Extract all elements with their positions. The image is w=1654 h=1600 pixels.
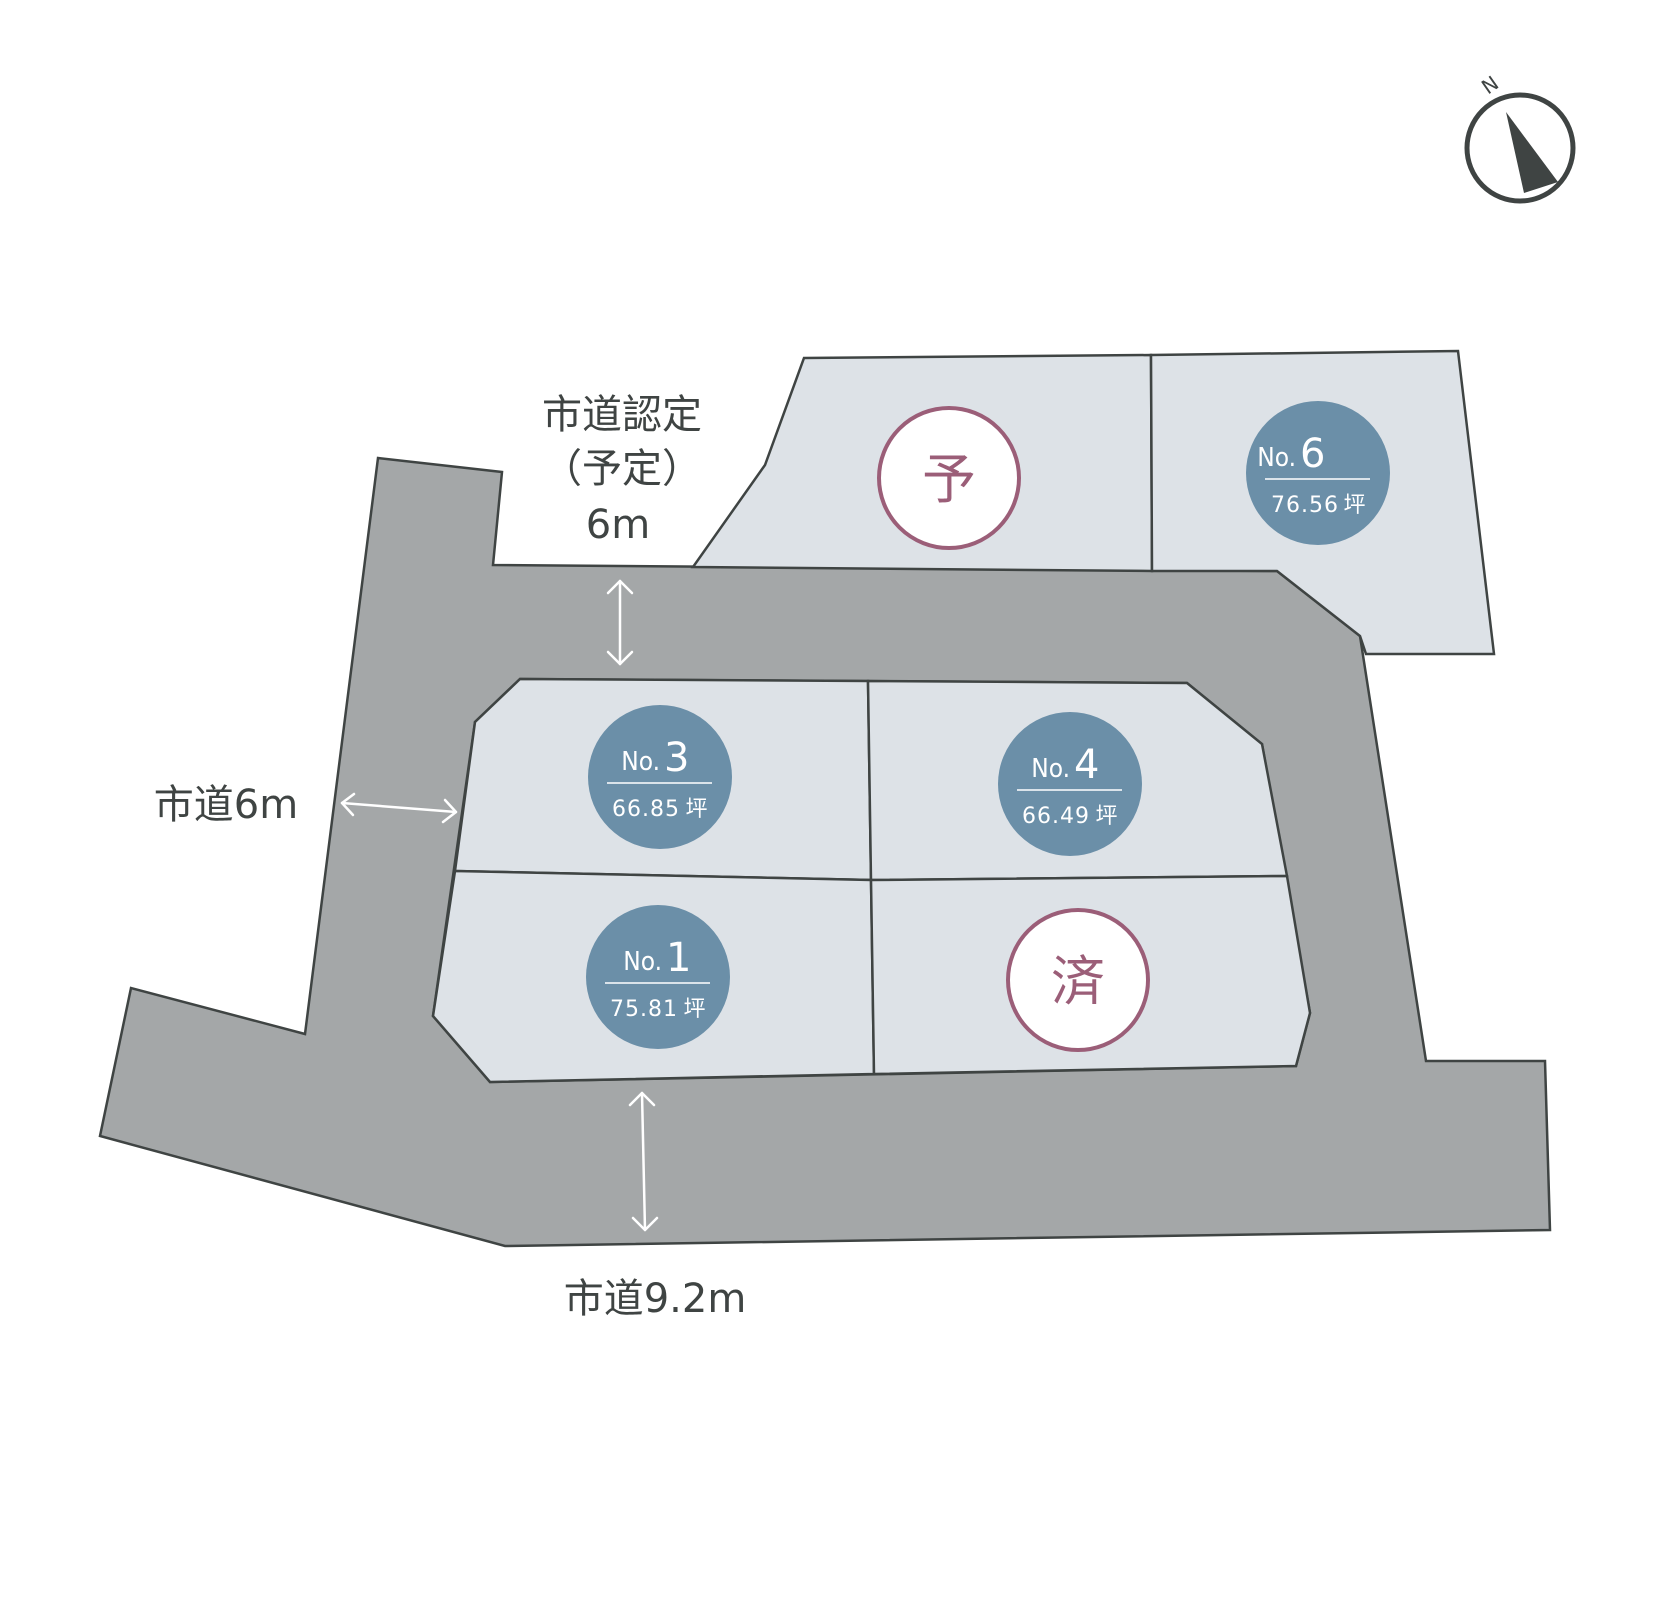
badge-number: 3 bbox=[664, 735, 689, 781]
lot-badge-no4[interactable]: No. 4 66.49 坪 bbox=[998, 712, 1142, 856]
north-road-width-arrow bbox=[606, 579, 634, 666]
badge-area: 66.49 bbox=[1022, 804, 1090, 829]
badge-prefix: No. bbox=[623, 947, 662, 977]
north-road-label-line2: （予定） bbox=[542, 446, 702, 492]
compass-north-label: N bbox=[1477, 71, 1503, 99]
lot-badge-no3[interactable]: No. 3 66.85 坪 bbox=[588, 705, 732, 849]
badge-unit: 坪 bbox=[1095, 804, 1118, 829]
south-road-label: 市道9.2m bbox=[564, 1276, 747, 1322]
badge-number: 1 bbox=[666, 935, 691, 981]
status-mark-reserved: 予 bbox=[877, 406, 1021, 550]
west-road-label: 市道6m bbox=[154, 782, 298, 828]
badge-prefix: No. bbox=[1257, 443, 1296, 473]
badge-area: 75.81 bbox=[610, 997, 678, 1022]
sold-mark-text: 済 bbox=[1051, 950, 1105, 1013]
badge-area: 66.85 bbox=[612, 797, 680, 822]
west-road-width-arrow bbox=[340, 792, 458, 824]
badge-unit: 坪 bbox=[685, 797, 708, 822]
badge-number: 4 bbox=[1074, 742, 1099, 788]
compass-needle-icon bbox=[1506, 112, 1558, 193]
north-road-label-line1: 市道認定 bbox=[542, 392, 702, 438]
reserved-mark-text: 予 bbox=[922, 448, 976, 511]
badge-number: 6 bbox=[1300, 431, 1325, 477]
badge-unit: 坪 bbox=[683, 997, 706, 1022]
badge-area: 76.56 bbox=[1271, 493, 1339, 518]
north-road-label-line3: 6m bbox=[586, 502, 650, 548]
lot-badge-no6[interactable]: No. 6 76.56 坪 bbox=[1246, 401, 1390, 545]
dimension-arrows bbox=[340, 579, 659, 1232]
south-road-width-arrow bbox=[628, 1091, 659, 1232]
road-labels: 市道認定 （予定） 6m 市道6m 市道9.2m bbox=[154, 392, 747, 1322]
badge-prefix: No. bbox=[1031, 754, 1070, 784]
central-block bbox=[431, 677, 1312, 1084]
lot-badge-no1[interactable]: No. 1 75.81 坪 bbox=[586, 905, 730, 1049]
compass: N bbox=[1464, 71, 1576, 204]
badge-unit: 坪 bbox=[1343, 493, 1366, 518]
badge-prefix: No. bbox=[621, 747, 660, 777]
status-mark-sold: 済 bbox=[1006, 908, 1150, 1052]
